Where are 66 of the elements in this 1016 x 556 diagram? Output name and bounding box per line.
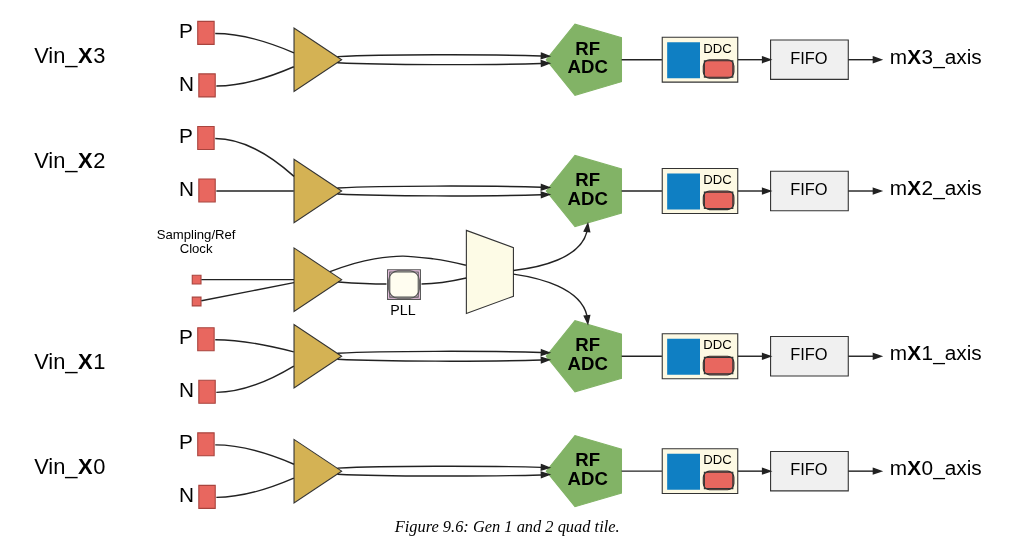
label: Sampling/Ref Clock bbox=[156, 226, 235, 256]
node-box bbox=[191, 274, 202, 285]
connector bbox=[215, 190, 294, 192]
connector bbox=[214, 339, 294, 353]
node-triangle bbox=[292, 323, 343, 389]
node-triangle bbox=[292, 158, 343, 224]
node-box: FIFO bbox=[769, 39, 849, 80]
node-triangle bbox=[292, 438, 343, 504]
node-label: PLL bbox=[389, 302, 416, 319]
node-text: mX2_axis bbox=[889, 176, 982, 200]
connector bbox=[215, 66, 294, 87]
arrow bbox=[847, 187, 883, 195]
node-box: FIFO bbox=[769, 450, 849, 492]
node-label: P bbox=[178, 124, 193, 148]
connector bbox=[200, 278, 295, 281]
connector bbox=[215, 365, 294, 394]
connector bbox=[215, 477, 294, 499]
connector bbox=[620, 59, 663, 61]
node-triangle bbox=[292, 26, 343, 93]
node-text: mX3_axis bbox=[889, 44, 982, 68]
connector bbox=[200, 281, 295, 302]
node-label: N bbox=[178, 176, 194, 200]
node-box: FIFO bbox=[769, 170, 849, 212]
arrow bbox=[336, 191, 551, 199]
connector bbox=[620, 470, 663, 472]
connector bbox=[620, 190, 663, 192]
arrow bbox=[336, 59, 551, 68]
arrow bbox=[336, 471, 551, 479]
arrow bbox=[736, 467, 772, 475]
connector bbox=[214, 444, 295, 465]
arrow bbox=[736, 187, 772, 195]
connector bbox=[337, 281, 387, 285]
connector bbox=[214, 32, 295, 54]
connector bbox=[420, 277, 467, 285]
arrow bbox=[512, 221, 591, 272]
node-label: P bbox=[178, 430, 193, 454]
node-text: mX1_axis bbox=[889, 341, 982, 365]
arrow bbox=[336, 356, 551, 364]
label: Vin_X0 bbox=[33, 454, 105, 480]
label: Vin_X2 bbox=[33, 148, 105, 174]
arrow bbox=[512, 273, 591, 326]
node-label: N bbox=[178, 71, 194, 95]
label: Vin_X1 bbox=[33, 349, 105, 375]
node-label: N bbox=[178, 377, 194, 401]
connector bbox=[214, 137, 295, 178]
connector bbox=[620, 355, 663, 357]
arrow bbox=[336, 183, 551, 191]
node-trapezoid bbox=[465, 229, 514, 315]
arrow bbox=[336, 463, 551, 472]
arrow bbox=[847, 352, 883, 360]
arrow bbox=[336, 52, 551, 60]
arrow bbox=[736, 56, 772, 64]
arrow bbox=[736, 352, 772, 360]
node-text: mX0_axis bbox=[889, 456, 982, 480]
arrow bbox=[847, 467, 883, 475]
label: Vin_X3 bbox=[33, 42, 105, 68]
node-triangle bbox=[292, 246, 343, 313]
arrow bbox=[336, 348, 551, 357]
node-box: FIFO bbox=[769, 336, 849, 377]
node-label: N bbox=[178, 483, 194, 506]
arrow bbox=[847, 56, 883, 64]
connector bbox=[328, 255, 467, 273]
node-box bbox=[191, 296, 202, 307]
node-label: P bbox=[178, 19, 193, 43]
caption: Figure 9.6: Gen 1 and 2 quad tile. bbox=[394, 517, 620, 537]
node-label: P bbox=[178, 325, 193, 349]
